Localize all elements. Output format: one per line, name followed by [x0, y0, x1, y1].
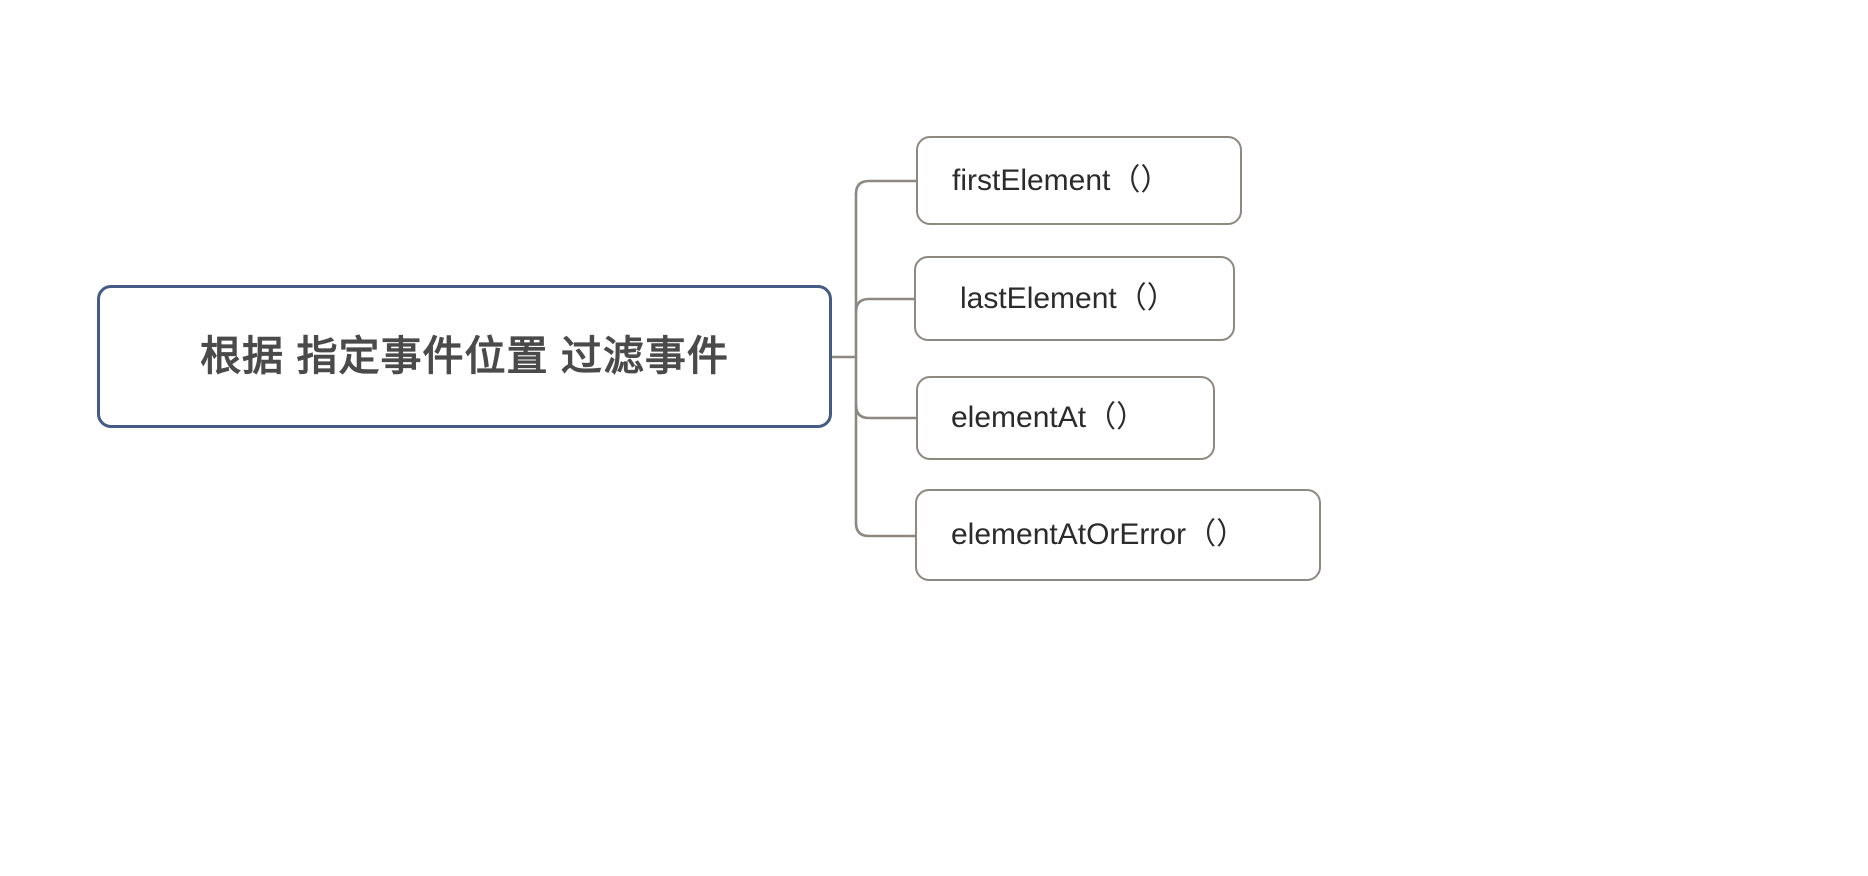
root-node-label: 根据 指定事件位置 过滤事件	[200, 333, 729, 379]
root-node[interactable]: 根据 指定事件位置 过滤事件	[97, 285, 832, 428]
child-node-label: lastElement（）	[960, 281, 1177, 315]
child-node-first-element[interactable]: firstElement（）	[916, 136, 1242, 225]
child-node-label: firstElement（）	[952, 163, 1171, 197]
child-node-element-at-or-error[interactable]: elementAtOrError（）	[915, 489, 1321, 581]
connector-branch-4	[854, 521, 917, 538]
child-node-label: elementAtOrError（）	[951, 518, 1247, 551]
connector-branch-2	[854, 297, 916, 314]
connector-branch-1	[854, 179, 918, 196]
connector-branch-3	[854, 403, 918, 420]
child-node-label: elementAt（）	[951, 401, 1147, 434]
child-node-element-at[interactable]: elementAt（）	[916, 376, 1215, 460]
child-node-last-element[interactable]: lastElement（）	[914, 256, 1235, 341]
